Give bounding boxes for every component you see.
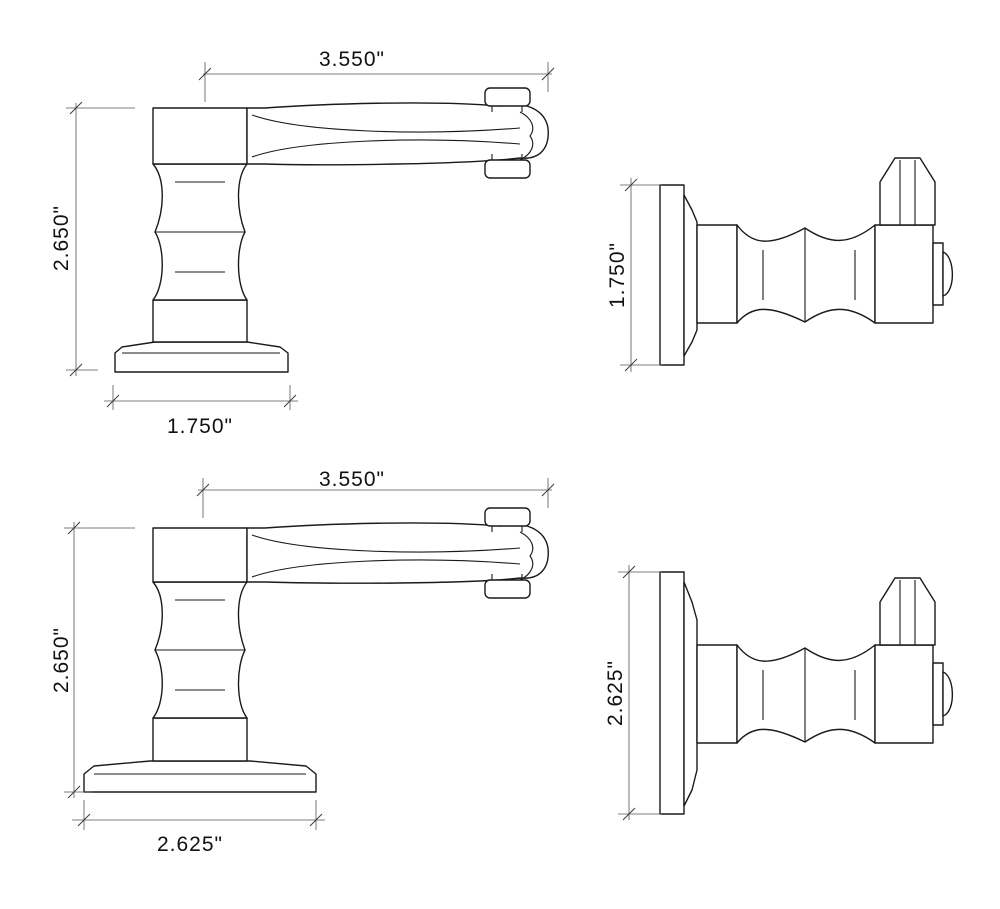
hub: [152, 527, 248, 583]
front-view-large-base: 3.550" 2.650" 2.625": [50, 468, 555, 856]
lower-collar: [152, 717, 248, 762]
dim-overall-height: 2.650": [50, 101, 135, 377]
dim-lever-length: 3.550": [198, 48, 555, 102]
dim-base-width: 1.750": [104, 385, 298, 438]
dim-label-base-width: 2.625": [157, 833, 223, 856]
end-nut: [932, 242, 944, 306]
body-hub: [874, 224, 934, 324]
dim-side-base-height: 2.625": [604, 565, 662, 821]
dim-lever-length: 3.550": [196, 468, 555, 518]
body-neck: [736, 224, 876, 324]
dim-label-overall-height: 2.650": [50, 627, 73, 693]
body-hub: [874, 644, 934, 744]
body-neck: [736, 644, 876, 744]
lever-handle: [246, 522, 549, 584]
dim-label-lever-length: 3.550": [319, 48, 385, 71]
lever-tip: [879, 157, 936, 226]
base-plate: [114, 341, 289, 373]
escutcheon-large: [659, 571, 685, 815]
dim-label-side-base-height: 2.625": [604, 660, 627, 726]
dim-label-side-base-height: 1.750": [606, 242, 629, 308]
dim-side-base-height: 1.750": [606, 178, 662, 372]
dim-label-base-width: 1.750": [167, 415, 233, 438]
end-nut: [932, 662, 944, 726]
body-collar: [696, 644, 738, 744]
dim-label-overall-height: 2.650": [50, 205, 73, 271]
escutcheon: [659, 184, 685, 366]
lever-end-cap: [484, 87, 531, 107]
side-view-small-base: 1.750": [606, 157, 954, 372]
lever-tip: [879, 577, 936, 646]
lower-collar: [152, 299, 248, 343]
dim-overall-height: 2.650": [50, 521, 135, 799]
dim-base-width: 2.625": [72, 800, 325, 856]
lever-end-cap: [484, 507, 531, 527]
base-plate-large: [83, 760, 317, 793]
dim-label-lever-length: 3.550": [319, 468, 385, 491]
hub: [152, 107, 248, 165]
side-view-large-base: 2.625": [604, 565, 954, 821]
front-view-small-base: 3.550" 2.650" 1.750": [50, 48, 555, 438]
body-collar: [696, 224, 738, 324]
lever-handle: [246, 102, 549, 166]
